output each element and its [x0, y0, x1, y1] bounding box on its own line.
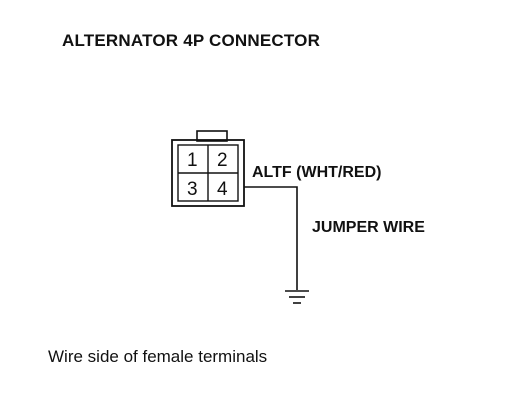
jumper-wire	[244, 186, 298, 290]
connector-body	[171, 139, 245, 207]
wire-color-label: ALTF (WHT/RED)	[252, 164, 382, 181]
pin-3-label: 3	[187, 179, 198, 200]
pin-4-label: 4	[217, 179, 228, 200]
connector-latch	[196, 130, 228, 142]
pin-1-label: 1	[187, 150, 198, 171]
diagram-title: ALTERNATOR 4P CONNECTOR	[62, 31, 321, 50]
jumper-wire-label: JUMPER WIRE	[312, 219, 425, 236]
view-caption: Wire side of female terminals	[48, 347, 268, 366]
ground-symbol-icon	[285, 290, 309, 304]
pin-2-label: 2	[217, 150, 228, 171]
